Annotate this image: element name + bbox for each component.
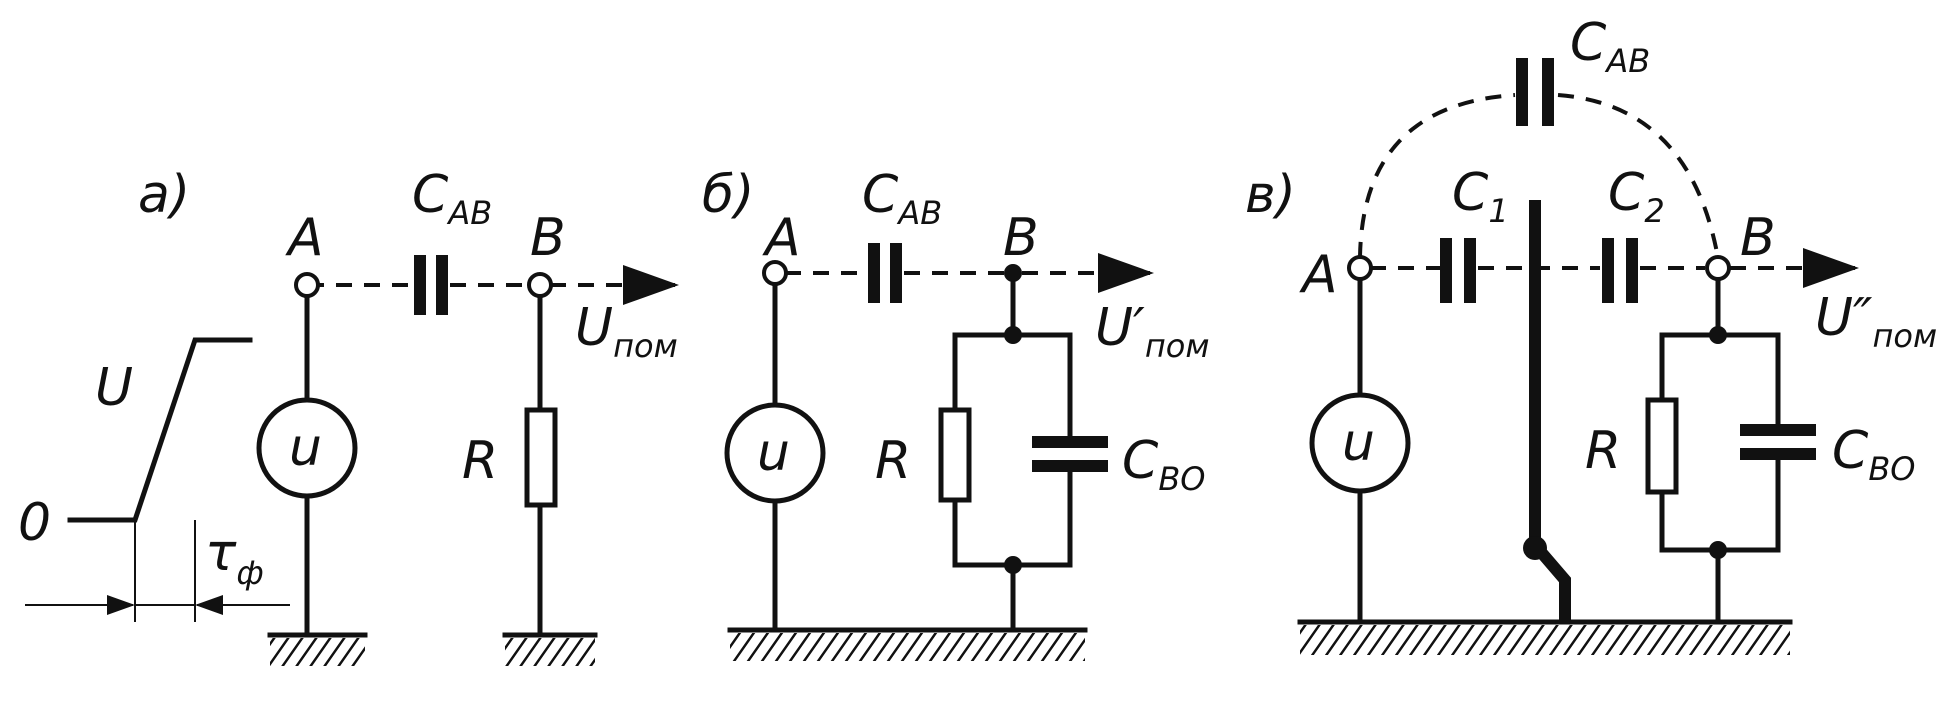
cap-bo-symbol: [1032, 436, 1108, 448]
resistor-label: R: [462, 431, 498, 491]
node-b: [1705, 255, 1731, 281]
pulse-high-label: U: [95, 358, 133, 418]
node-a-label: A: [762, 208, 801, 268]
panel-a: а) 0 U τф A B CAB Uпом u: [18, 165, 679, 666]
node-b: [1004, 264, 1022, 282]
source-label: u: [757, 423, 790, 483]
node-a: [294, 272, 320, 298]
cap-bo-symbol: [1740, 424, 1816, 436]
source-label: u: [289, 418, 322, 478]
panel-a-label: а): [138, 165, 190, 225]
front-time-label: τф: [205, 523, 264, 592]
source-label: u: [1342, 413, 1375, 473]
c1-label: C1: [1452, 163, 1509, 230]
node-a: [1347, 255, 1373, 281]
cap-bo-label: CBO: [1122, 431, 1205, 498]
cap-ab-label: CAB: [412, 165, 492, 232]
cap-ab-label: CAB: [862, 165, 942, 232]
c2-label: C2: [1608, 163, 1665, 230]
cap-ab-label: CAB: [1570, 13, 1650, 80]
node-b: [527, 272, 553, 298]
node-b-label: B: [1740, 208, 1776, 268]
resistor-symbol: [524, 407, 558, 508]
pulse-low-label: 0: [18, 493, 51, 553]
panel-c: в) A B CAB C1 C2 U″пом u: [1245, 13, 1937, 655]
node-b-label: B: [1003, 208, 1039, 268]
node-a-label: A: [285, 208, 324, 268]
output-voltage-label: Uпом: [575, 298, 678, 365]
pulse-waveform: 0 U τф: [18, 337, 290, 622]
output-voltage-label: U″пом: [1815, 288, 1937, 355]
node-a: [762, 260, 788, 286]
resistor-symbol: [1645, 397, 1679, 495]
output-voltage-label: U′пом: [1095, 298, 1210, 365]
cap-ab-symbol: [1516, 58, 1528, 126]
cap-bo-label: CBO: [1832, 421, 1915, 488]
node-b-label: B: [530, 208, 566, 268]
panel-b: б) A B CAB U′пом u R CBO: [702, 165, 1210, 661]
node-a-label: A: [1299, 245, 1338, 305]
c2-symbol: [1602, 238, 1614, 303]
cap-ab-symbol: [414, 255, 426, 315]
resistor-label: R: [875, 431, 911, 491]
cap-ab-symbol: [868, 243, 880, 303]
conductor-bar: [1529, 200, 1571, 622]
panel-c-label: в): [1245, 165, 1296, 225]
c1-symbol: [1440, 238, 1452, 303]
resistor-label: R: [1585, 421, 1621, 481]
resistor-symbol: [938, 407, 972, 503]
panel-b-label: б): [702, 165, 754, 225]
